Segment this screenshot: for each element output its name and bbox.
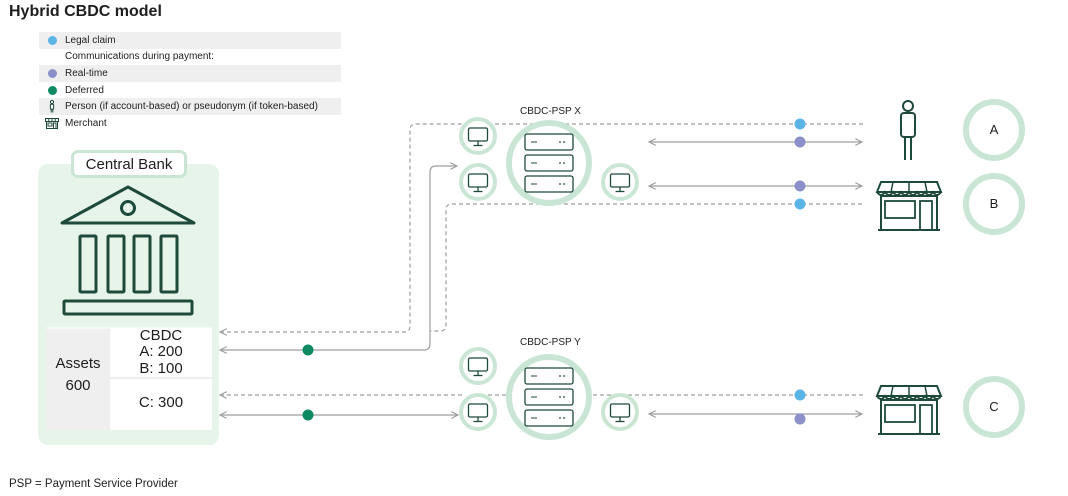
deferred-dot-icon bbox=[47, 85, 57, 95]
account-b-balance: B: 100 bbox=[139, 360, 183, 377]
user-a-label: A bbox=[989, 122, 999, 137]
real-time-dot-c bbox=[794, 413, 806, 425]
deferred-dot-psp-y bbox=[302, 409, 314, 421]
central-bank-label: Central Bank bbox=[71, 150, 187, 178]
assets-cell bbox=[46, 328, 110, 430]
user-b-circle bbox=[963, 173, 1025, 235]
legend-item-legal-claim: Legal claim bbox=[39, 32, 341, 49]
real-time-dot-b bbox=[794, 180, 806, 192]
legal-claim-dot-b bbox=[794, 198, 806, 210]
account-a-balance: A: 200 bbox=[139, 343, 183, 360]
cbdc-cell bbox=[110, 328, 212, 430]
user-b-label: B bbox=[989, 196, 999, 211]
legend-label: Merchant bbox=[65, 117, 107, 129]
deferred-dot-psp-x bbox=[302, 344, 314, 356]
person-icon bbox=[49, 100, 55, 113]
legend-item-deferred: Deferred bbox=[39, 82, 341, 99]
legend-label: Communications during payment: bbox=[65, 51, 214, 63]
legend-item-person: Person (if account-based) or pseudonym (… bbox=[39, 98, 341, 115]
assets-label: Assets bbox=[55, 355, 101, 372]
account-c-balance: C: 300 bbox=[138, 394, 184, 411]
legend-label: Person (if account-based) or pseudonym (… bbox=[65, 101, 318, 113]
deferred-line-psp-x bbox=[220, 166, 457, 350]
store-icon bbox=[45, 117, 59, 129]
psp-y-terminal-2-icon bbox=[459, 393, 497, 431]
legend-label: Legal claim bbox=[65, 34, 116, 46]
psp-y-terminal-1-icon bbox=[459, 347, 497, 385]
legal-claim-dot-icon bbox=[47, 35, 57, 45]
store-icon bbox=[876, 385, 942, 435]
user-a-circle bbox=[963, 99, 1025, 161]
psp-x-terminal-3-icon bbox=[601, 163, 639, 201]
legend-item-real-time: Real-time bbox=[39, 65, 341, 82]
psp-x-label: CBDC-PSP X bbox=[520, 106, 581, 117]
user-c-circle bbox=[963, 376, 1025, 438]
legend-label: Deferred bbox=[65, 84, 104, 96]
psp-x-server-icon bbox=[509, 123, 589, 203]
psp-y-terminal-3-icon bbox=[601, 393, 639, 431]
person-icon bbox=[900, 100, 916, 160]
legend-item-communications: Communications during payment: bbox=[39, 49, 341, 66]
psp-y-label: CBDC-PSP Y bbox=[520, 337, 581, 348]
psp-x-terminal-1-icon bbox=[459, 117, 497, 155]
diagram-title: Hybrid CBDC model bbox=[9, 3, 162, 20]
bank-building-icon bbox=[60, 185, 196, 316]
legal-claim-line-b bbox=[430, 203, 862, 332]
legend-item-merchant: Merchant bbox=[39, 115, 341, 132]
real-time-dot-icon bbox=[47, 68, 57, 78]
footnote: PSP = Payment Service Provider bbox=[9, 478, 178, 490]
legend-label: Real-time bbox=[65, 67, 108, 79]
legal-claim-line-psp-x bbox=[220, 123, 462, 332]
psp-x-terminal-2-icon bbox=[459, 163, 497, 201]
legal-claim-dot-a bbox=[794, 118, 806, 130]
store-icon bbox=[876, 181, 942, 231]
real-time-dot-a bbox=[794, 136, 806, 148]
cbdc-label: CBDC bbox=[139, 327, 183, 344]
legal-claim-dot-c bbox=[794, 389, 806, 401]
assets-value: 600 bbox=[65, 377, 91, 394]
psp-y-server-icon bbox=[509, 357, 589, 437]
user-c-label: C bbox=[989, 399, 999, 414]
legend: Legal claim Communications during paymen… bbox=[39, 32, 341, 132]
